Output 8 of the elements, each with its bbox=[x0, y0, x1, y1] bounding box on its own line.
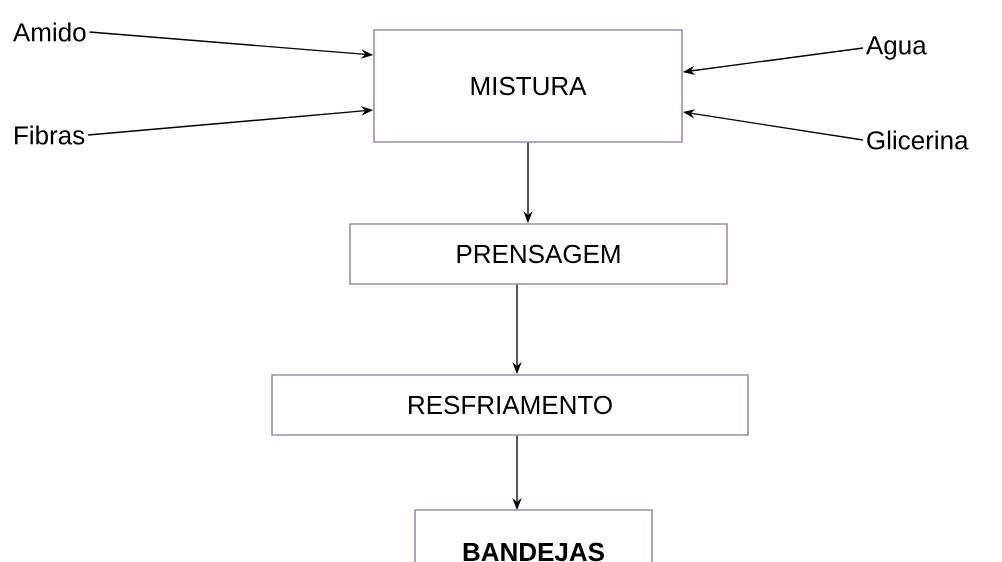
process-box: RESFRIAMENTO bbox=[271, 374, 749, 436]
input-label: Glicerina bbox=[867, 130, 969, 150]
process-box: MISTURA bbox=[373, 29, 683, 143]
process-box: PRENSAGEM bbox=[349, 223, 728, 285]
input-label: Fibras bbox=[15, 125, 85, 145]
input-label: Amido bbox=[13, 22, 86, 42]
input-label: Agua bbox=[866, 36, 927, 60]
process-box: BANDEJAS bbox=[414, 509, 653, 562]
